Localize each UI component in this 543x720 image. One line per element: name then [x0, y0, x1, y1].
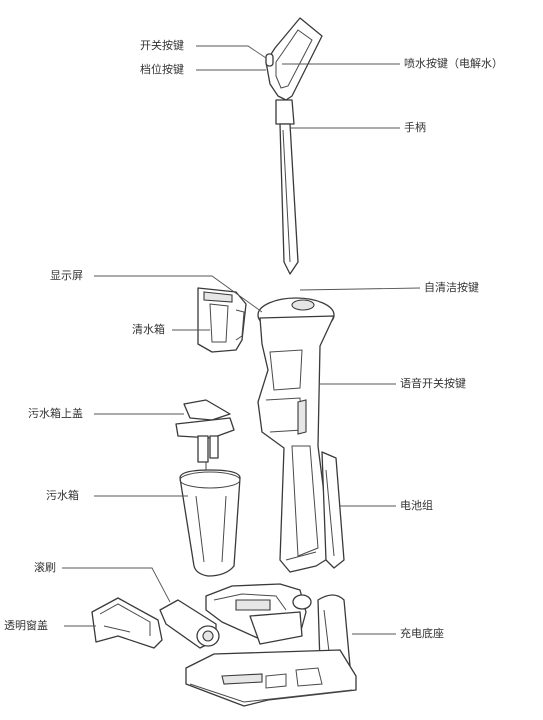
label-voice-switch: 语音开关按键	[400, 377, 466, 390]
dirty-water-tank-part	[179, 469, 241, 577]
label-display: 显示屏	[50, 269, 83, 282]
leader-lines	[62, 45, 421, 635]
label-clean-water-tank: 清水箱	[132, 323, 165, 336]
dirty-tank-lid-part	[175, 399, 235, 474]
main-body-part	[257, 297, 335, 573]
label-battery-pack: 电池组	[400, 499, 433, 512]
label-dirty-water-tank: 污水箱	[46, 489, 79, 502]
label-transparent-cover: 透明窗盖	[4, 619, 48, 632]
label-power-switch: 开关按键	[140, 39, 184, 52]
label-charging-base: 充电底座	[400, 627, 444, 640]
label-spray-button: 喷水按键（电解水）	[404, 57, 503, 70]
transparent-cover-part	[91, 597, 163, 649]
handle-part	[265, 17, 323, 275]
floor-head-part	[205, 583, 312, 645]
label-handle: 手柄	[404, 121, 426, 134]
battery-pack-part	[321, 451, 345, 569]
roller-brush-part	[159, 599, 220, 649]
charging-base-part	[185, 594, 357, 707]
label-dirty-tank-lid: 污水箱上盖	[28, 407, 83, 420]
label-roller-brush: 滚刷	[34, 561, 56, 574]
label-gear-button: 档位按键	[140, 63, 184, 76]
clean-water-tank-part	[197, 287, 247, 353]
label-self-clean-button: 自清洁按键	[424, 281, 479, 294]
